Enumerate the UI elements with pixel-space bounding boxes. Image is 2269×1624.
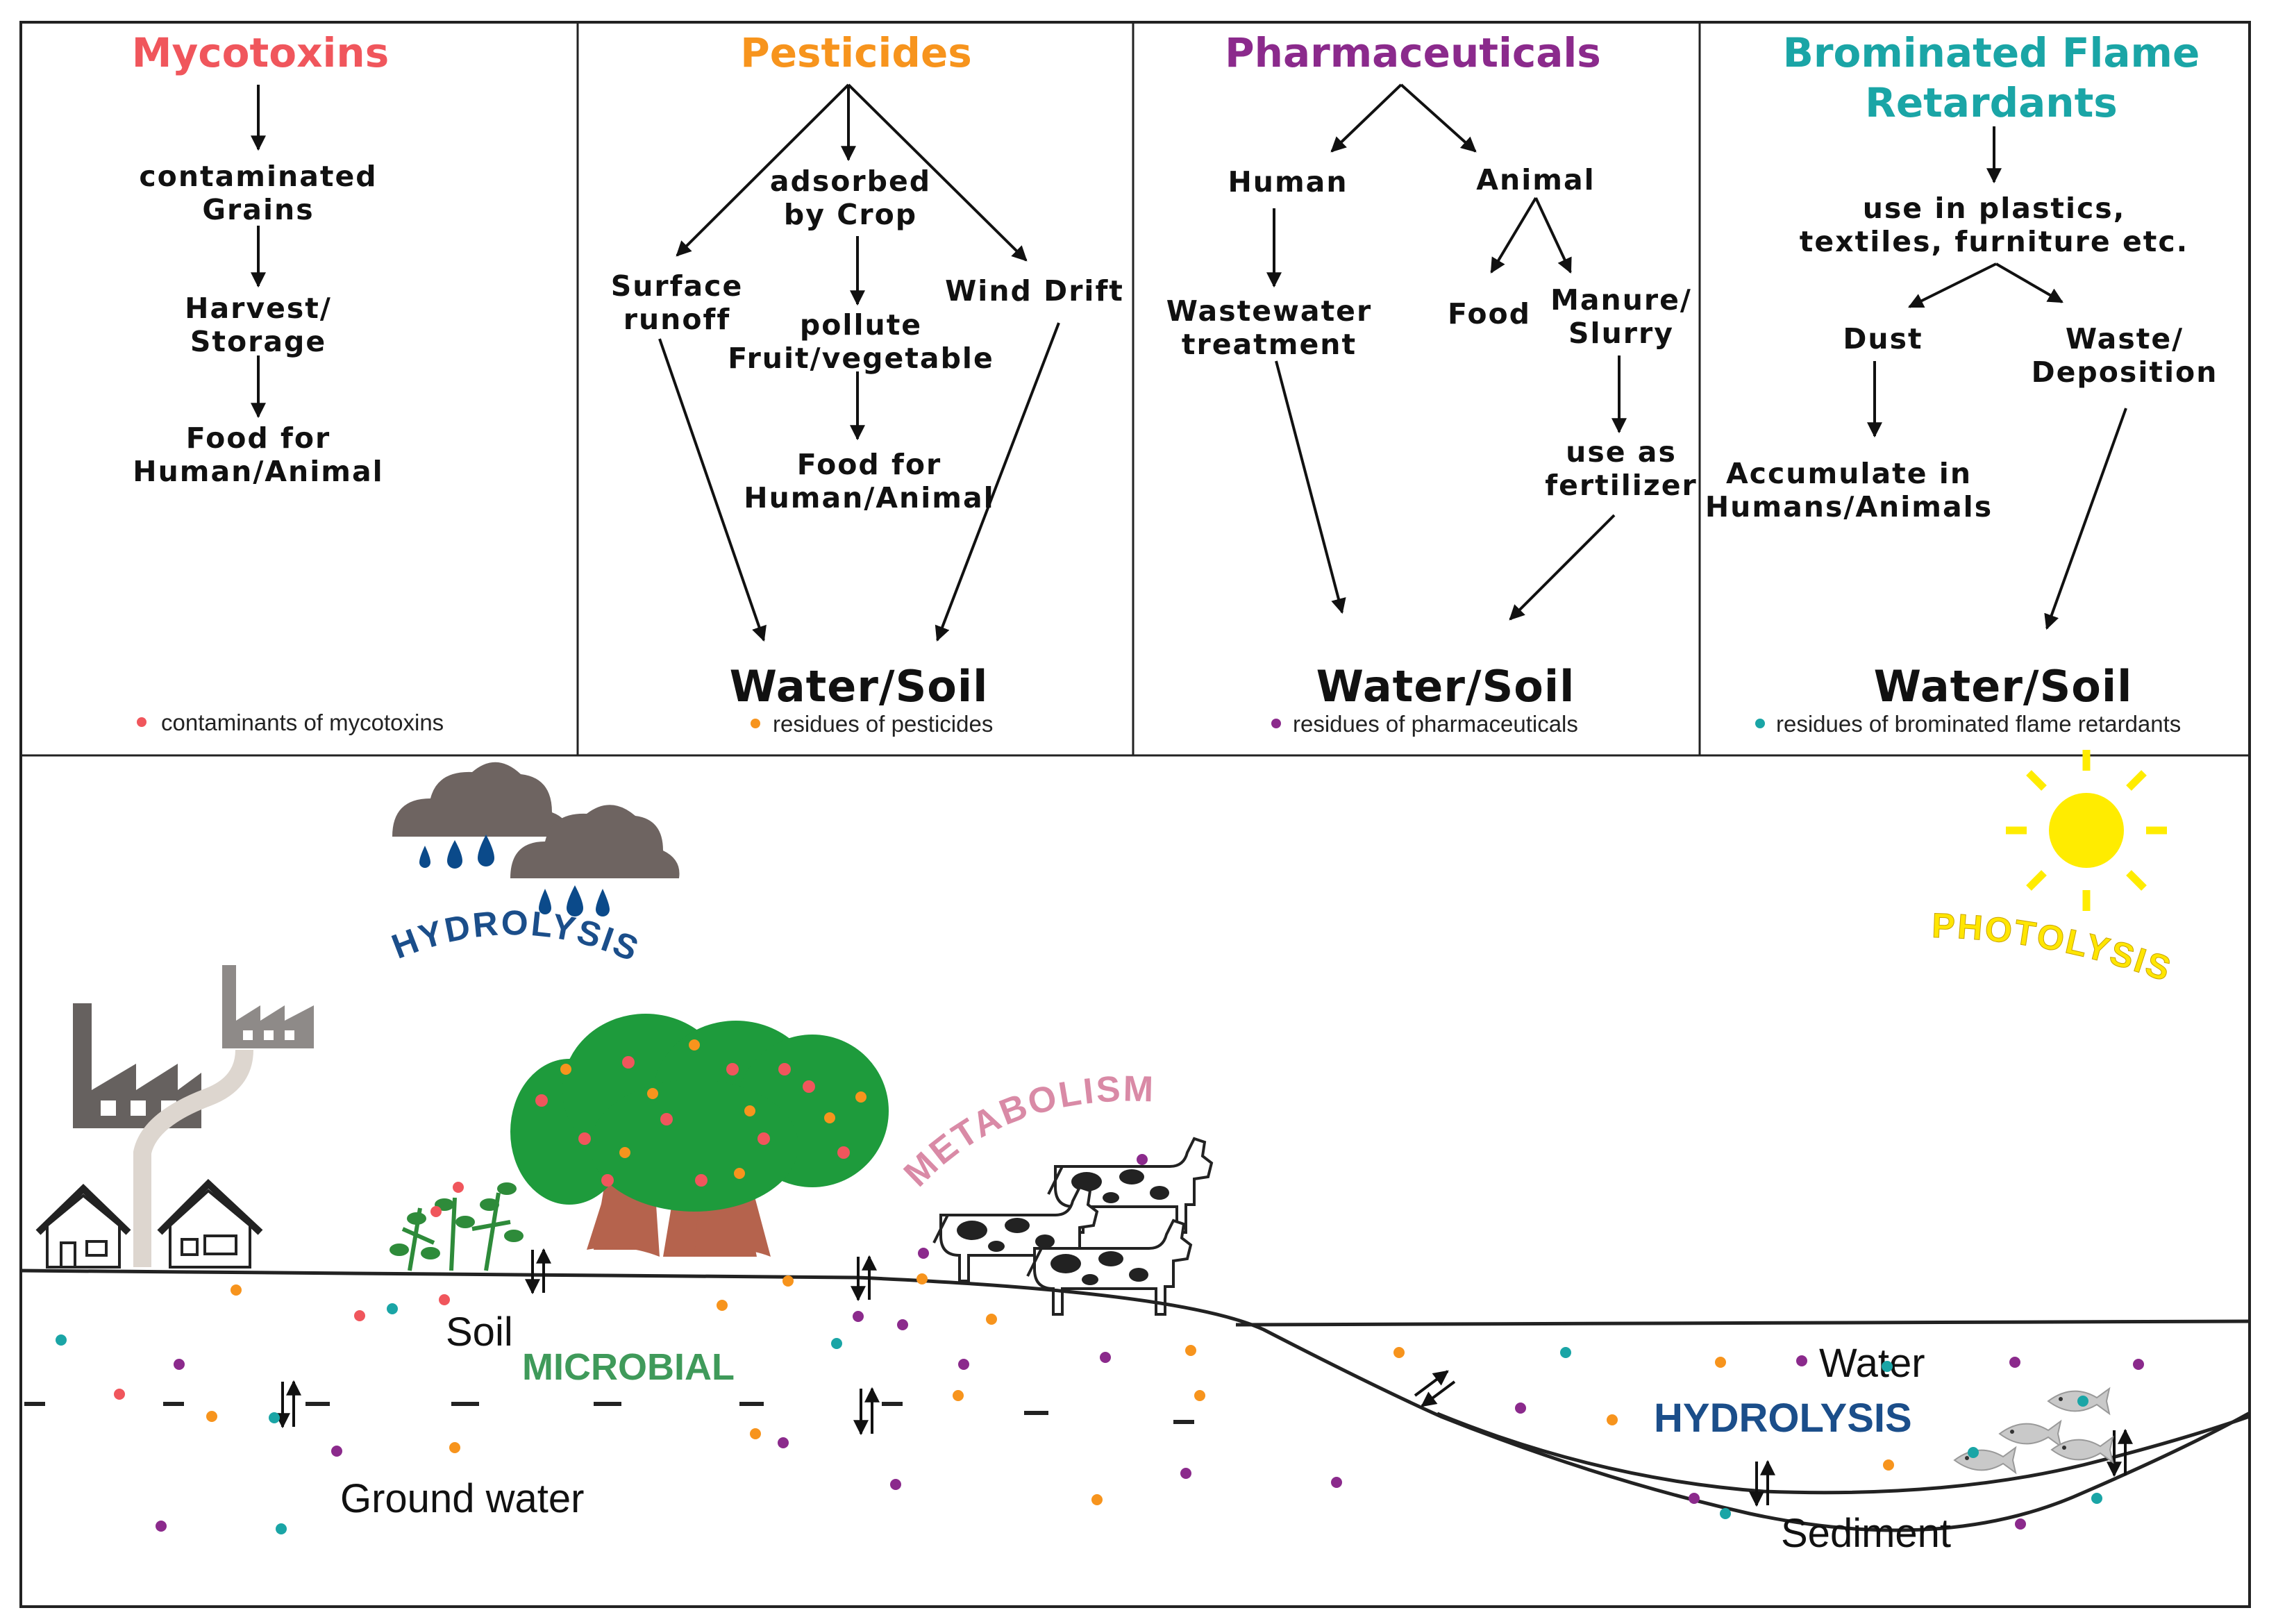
panel-title-mycotoxins: Mycotoxins <box>132 29 389 76</box>
panel-frames <box>19 21 2251 1608</box>
process-hydrolysis-water: HYDROLYSIS <box>1654 1396 1912 1441</box>
house-icon <box>35 1184 131 1269</box>
residue-dots-mycotoxins <box>114 1294 450 1400</box>
destination-water-soil-pesticides: Water/Soil <box>730 661 989 712</box>
step-harvest-storage: Harvest/Storage <box>185 292 332 358</box>
environment-scene: HYDROLYSIS PHOTOLYSIS <box>20 750 2251 1556</box>
raindrop-icon <box>567 885 583 916</box>
destination-water-soil-bfr: Water/Soil <box>1874 661 2133 712</box>
raindrop-icon <box>539 889 551 914</box>
sediment-boundary <box>1437 1412 2250 1495</box>
destination-water-soil-pharmaceuticals: Water/Soil <box>1316 661 1575 712</box>
residue-dots-bfr <box>56 1303 2102 1534</box>
legend-dot-pesticides <box>751 719 760 728</box>
water-surface <box>1235 1319 2250 1327</box>
house-icon <box>157 1179 263 1269</box>
label-water: Water <box>1819 1341 1925 1386</box>
sun-icon <box>2006 750 2167 911</box>
legend-mycotoxins: contaminants of mycotoxins <box>161 710 444 735</box>
raindrop-icon <box>478 835 494 867</box>
legend-dot-bfr <box>1755 719 1765 728</box>
cloud-icon <box>510 805 680 878</box>
step-waste-deposition: Waste/Deposition <box>2032 322 2218 389</box>
process-microbial: MICROBIAL <box>522 1346 735 1388</box>
groundwater-table <box>24 1402 1194 1424</box>
process-photolysis: PHOTOLYSIS <box>1932 906 2177 989</box>
residue-dots-pharmaceuticals <box>156 1154 2144 1532</box>
label-ground-water: Ground water <box>340 1476 584 1521</box>
legend-bfr: residues of brominated flame retardants <box>1776 711 2181 737</box>
step-food: Food <box>1448 297 1531 330</box>
raindrop-icon <box>447 840 462 869</box>
step-animal: Animal <box>1476 163 1595 196</box>
step-manure-slurry: Manure/Slurry <box>1550 283 1692 350</box>
factory-icon <box>73 1003 201 1128</box>
legend-dot-mycotoxins <box>137 717 146 727</box>
raindrop-icon <box>596 889 610 916</box>
step-wind-drift: Wind Drift <box>945 274 1124 308</box>
legend-pesticides: residues of pesticides <box>773 711 993 737</box>
step-use-in-plastics: use in plastics,textiles, furniture etc. <box>1800 192 2188 258</box>
rain-clouds <box>392 762 680 916</box>
panel-title-pharmaceuticals: Pharmaceuticals <box>1225 29 1601 76</box>
residue-dots-pesticides <box>206 1273 1894 1505</box>
step-human: Human <box>1228 165 1348 199</box>
tomato-plant-icon <box>390 1182 524 1271</box>
sewer-pipe <box>133 1049 253 1267</box>
raindrop-icon <box>419 846 430 868</box>
legend-dot-pharmaceuticals <box>1271 719 1281 728</box>
panel-title-pesticides: Pesticides <box>740 29 972 76</box>
step-dust: Dust <box>1843 322 1923 355</box>
ground-surface <box>20 1269 2251 1532</box>
factory-icon <box>222 965 314 1048</box>
cloud-icon <box>392 762 569 837</box>
fruit-trees-icon <box>510 1014 889 1257</box>
legend-pharmaceuticals: residues of pharmaceuticals <box>1293 711 1578 737</box>
label-sediment: Sediment <box>1781 1511 1951 1556</box>
label-soil: Soil <box>446 1309 513 1355</box>
